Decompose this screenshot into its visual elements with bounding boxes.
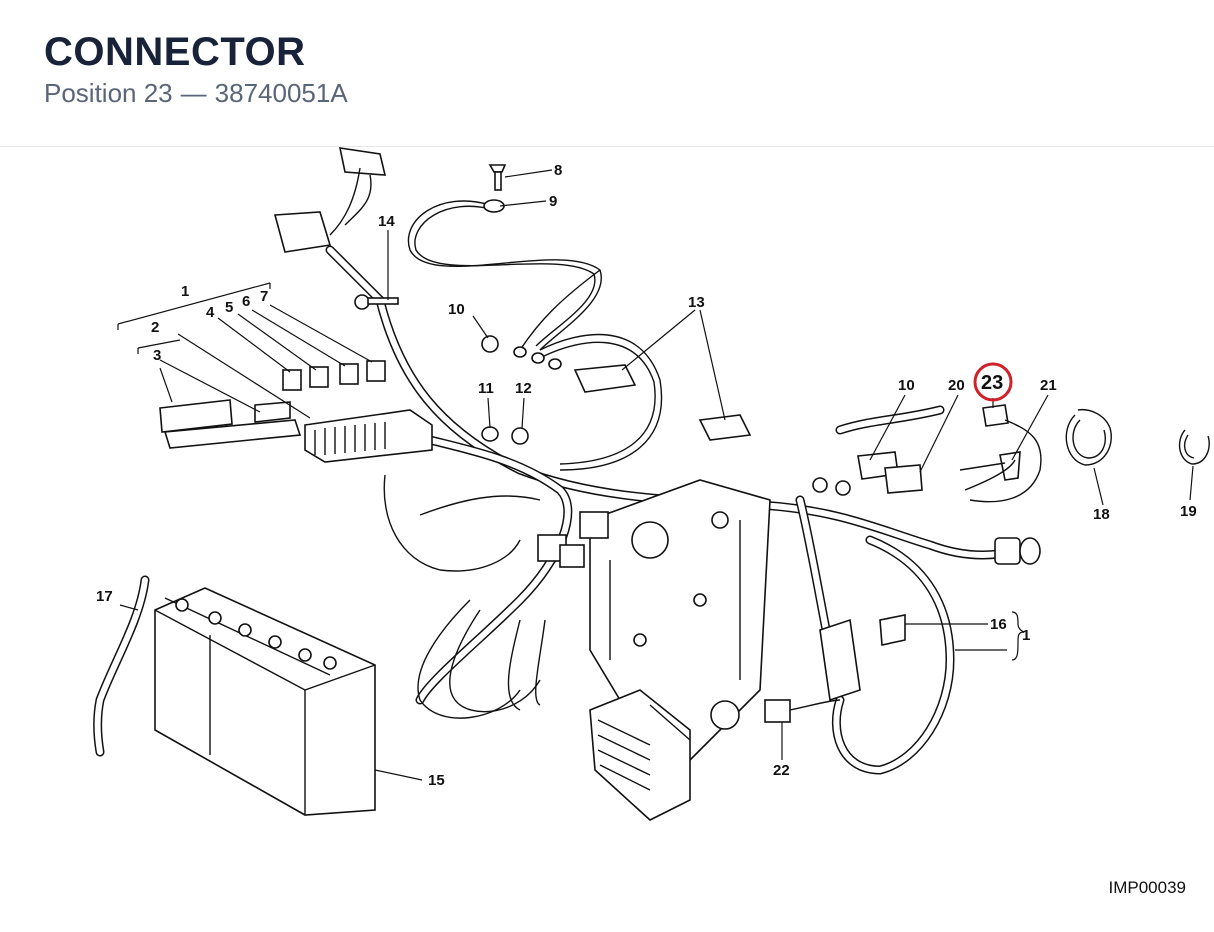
cable-clamps bbox=[1065, 408, 1210, 466]
callout-22: 22 bbox=[773, 762, 790, 779]
callout-12: 12 bbox=[515, 380, 532, 397]
callout-19: 19 bbox=[1180, 503, 1197, 520]
image-code: IMP00039 bbox=[1108, 878, 1187, 897]
callout-20: 20 bbox=[948, 377, 965, 394]
callout-6: 6 bbox=[242, 293, 250, 310]
callout-11: 11 bbox=[478, 380, 494, 397]
fuse-7 bbox=[366, 360, 386, 382]
fuse-5 bbox=[309, 366, 329, 388]
callout-17: 17 bbox=[96, 588, 113, 605]
connector-23-part bbox=[982, 404, 1009, 427]
fuse-box-assembly bbox=[159, 360, 433, 463]
callout-8: 8 bbox=[554, 162, 562, 179]
right-connectors bbox=[857, 404, 1042, 503]
voltage-regulator bbox=[589, 689, 740, 821]
page-title: CONNECTOR bbox=[44, 30, 306, 74]
fuse-4 bbox=[282, 369, 302, 391]
connector-22 bbox=[764, 699, 841, 723]
branch-wires-left bbox=[383, 474, 546, 719]
main-fuse bbox=[819, 614, 906, 702]
upper-connectors bbox=[273, 147, 387, 253]
grommet bbox=[994, 537, 1041, 565]
callout-10-left: 10 bbox=[448, 301, 465, 318]
callout-7: 7 bbox=[260, 288, 268, 305]
fuse-6 bbox=[339, 363, 359, 385]
fasteners bbox=[354, 164, 851, 496]
callout-10-right: 10 bbox=[898, 377, 915, 394]
relays bbox=[537, 511, 609, 568]
battery-cables bbox=[407, 200, 663, 471]
callout-16: 16 bbox=[990, 616, 1007, 633]
part-number: 38740051A bbox=[214, 78, 348, 108]
page-subtitle: Position 23—38740051A bbox=[44, 78, 348, 109]
callout-23-highlighted: 23 bbox=[981, 372, 1003, 394]
callout-1-top: 1 bbox=[181, 283, 189, 300]
callout-labels: 1 2 3 4 5 6 7 8 9 10 11 12 13 14 15 16 1… bbox=[96, 162, 1197, 789]
callout-21: 21 bbox=[1040, 377, 1057, 394]
callout-1-right: 1 bbox=[1022, 627, 1030, 644]
position-label: Position 23 bbox=[44, 78, 173, 108]
callout-5: 5 bbox=[225, 299, 233, 316]
callout-18: 18 bbox=[1093, 506, 1110, 523]
callout-4: 4 bbox=[206, 304, 215, 321]
battery bbox=[154, 587, 376, 816]
callout-13: 13 bbox=[688, 294, 705, 311]
highlight-ring bbox=[973, 362, 1013, 402]
callout-15: 15 bbox=[428, 772, 445, 789]
callout-2: 2 bbox=[151, 319, 159, 336]
callout-9: 9 bbox=[549, 193, 557, 210]
page-header: CONNECTOR Position 23—38740051A bbox=[0, 0, 1214, 147]
subtitle-separator: — bbox=[180, 78, 207, 108]
callout-14: 14 bbox=[378, 213, 395, 230]
callout-3: 3 bbox=[153, 347, 161, 364]
